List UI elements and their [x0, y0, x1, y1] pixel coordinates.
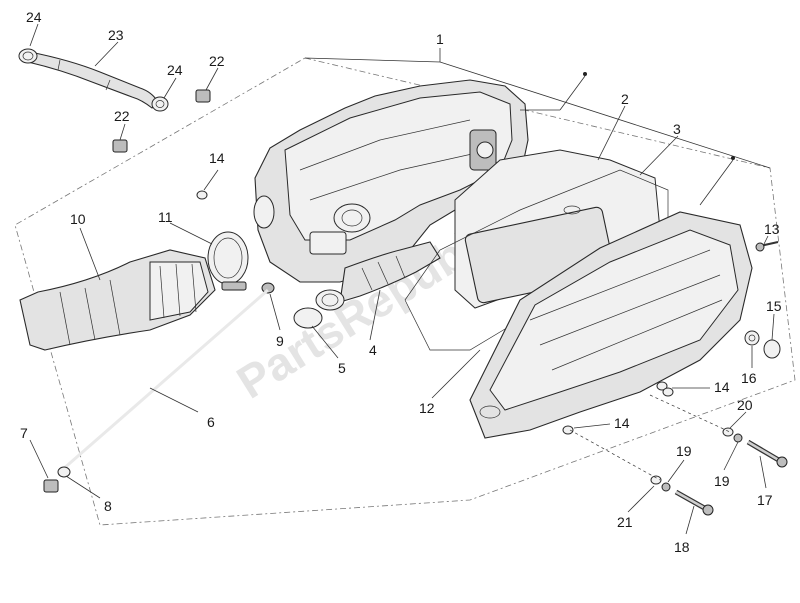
- grommet-part-14-bottom: [562, 425, 574, 435]
- callout-22-bottom: 22: [114, 108, 130, 124]
- intake-manifold-part-10: [19, 249, 216, 351]
- callout-17: 17: [757, 492, 773, 508]
- band-clamp-part-11: [207, 231, 249, 291]
- callout-24-top: 24: [26, 9, 42, 25]
- washer-part-19-upper: [733, 433, 743, 443]
- breather-hose-part-23: [27, 51, 159, 109]
- callout-9: 9: [276, 333, 284, 349]
- leader-lines: [29, 23, 775, 535]
- long-screw-part-17: [746, 439, 788, 468]
- callout-8: 8: [104, 498, 112, 514]
- washer-part-19-lower: [661, 482, 671, 492]
- callout-3: 3: [673, 121, 681, 137]
- drain-clamp-part-8: [57, 466, 71, 478]
- clip-part-22-top: [195, 89, 211, 103]
- callout-5: 5: [338, 360, 346, 376]
- callout-6: 6: [207, 414, 215, 430]
- callout-19-upper: 19: [676, 443, 692, 459]
- bushing-part-15: [763, 339, 781, 359]
- callout-4: 4: [369, 342, 377, 358]
- grommet-part-14-right-a: [656, 381, 668, 391]
- callout-21: 21: [617, 514, 633, 530]
- callout-14-right: 14: [714, 379, 730, 395]
- callout-14-top: 14: [209, 150, 225, 166]
- callout-16: 16: [741, 370, 757, 386]
- callout-13: 13: [764, 221, 780, 237]
- drain-tube-part-6: [61, 288, 269, 472]
- callout-18: 18: [674, 539, 690, 555]
- callout-11: 11: [158, 209, 173, 225]
- grommet-part-14-top: [196, 190, 208, 200]
- callout-12: 12: [419, 400, 435, 416]
- callout-24-mid: 24: [167, 62, 183, 78]
- callout-14-bottom: 14: [614, 415, 630, 431]
- callout-15: 15: [766, 298, 782, 314]
- long-screw-part-18: [674, 489, 714, 516]
- hose-clamp-part-24-left: [18, 48, 38, 64]
- callout-1: 1: [436, 31, 444, 47]
- clip-part-22-bottom: [112, 139, 128, 153]
- air-box-cover: [469, 211, 753, 439]
- clip-part-16: [744, 330, 760, 346]
- callout-2: 2: [621, 91, 629, 107]
- small-clamp-part-9: [261, 282, 275, 294]
- callout-22-top: 22: [209, 53, 225, 69]
- intake-duct-part-4: [339, 241, 441, 303]
- callout-7: 7: [20, 425, 28, 441]
- washer-part-21: [650, 475, 662, 485]
- callout-20: 20: [737, 397, 753, 413]
- drain-plug-part-7: [43, 479, 59, 493]
- washer-part-20: [722, 427, 734, 437]
- screw-part-13: [755, 241, 779, 252]
- callout-23: 23: [108, 27, 124, 43]
- callout-labels: 1 2 3 4 5 6 7 8 9 10 11 12 13 14 14 14 1…: [20, 9, 782, 555]
- hose-clamp-part-24-right: [151, 96, 169, 112]
- callout-10: 10: [70, 211, 86, 227]
- connector-sleeve-part-5: [293, 289, 345, 329]
- callout-19-lower: 19: [714, 473, 730, 489]
- grommet-part-14-right-b: [662, 387, 674, 397]
